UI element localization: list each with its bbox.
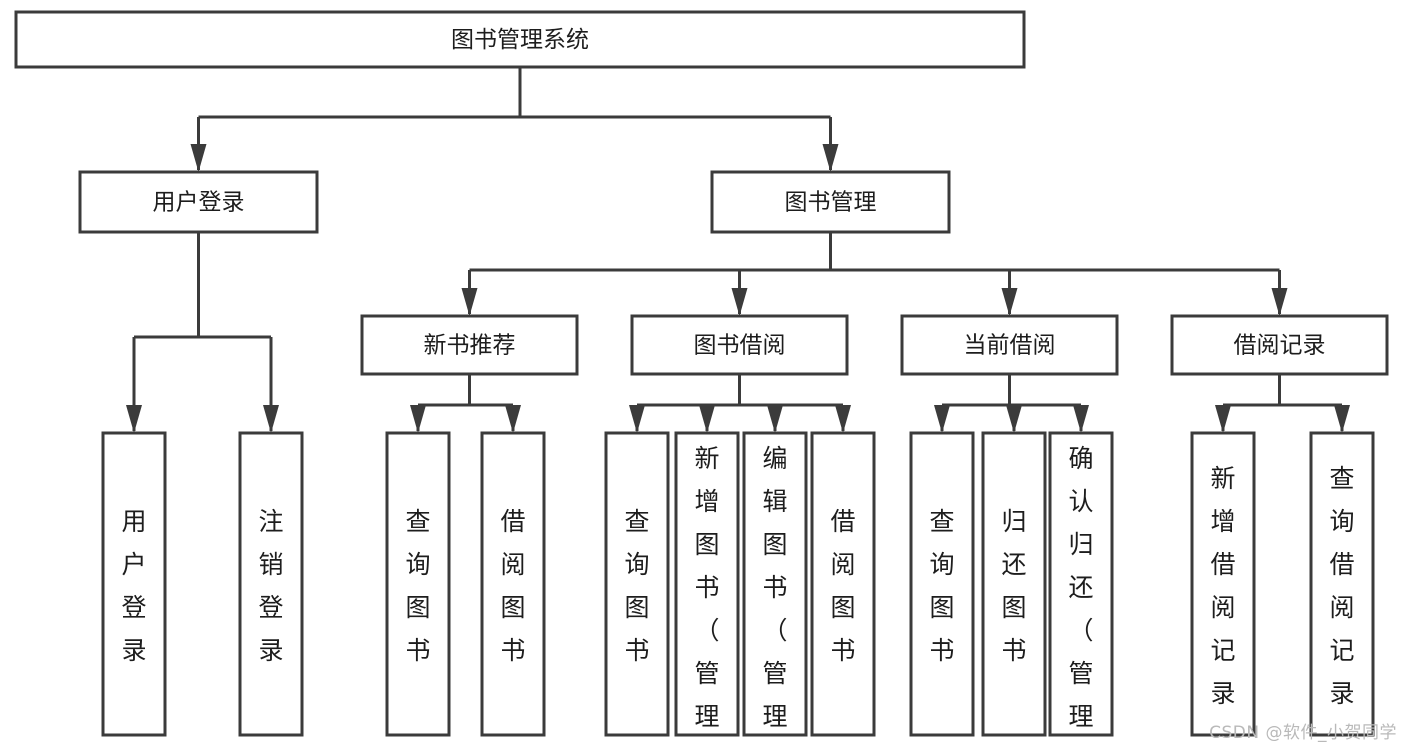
node-leaf-confirm-return[interactable]: 确认归还（管理员）: [1048, 431, 1114, 747]
arrow-to-leaf-query-book-3: [934, 405, 950, 433]
arrow-to-leaf-add-record: [1215, 405, 1231, 433]
node-label-leaf-query-book-2: 查询图书: [624, 507, 649, 665]
node-label-leaf-add-record: 新增借阅记录: [1210, 464, 1235, 708]
node-leaf-add-book[interactable]: 新增图书（管理员）: [674, 431, 740, 747]
node-label-root: 图书管理系统: [451, 27, 589, 53]
node-box-leaf-return-book: [981, 431, 1047, 737]
arrow-to-leaf-return-book: [1006, 405, 1022, 433]
node-box-leaf-logout: [238, 431, 304, 737]
node-label-leaf-edit-book: 编辑图书（管理员）: [762, 444, 787, 747]
node-label-leaf-user-login: 用户登录: [121, 507, 146, 665]
node-user-login[interactable]: 用户登录: [78, 170, 319, 234]
node-label-leaf-borrow-book-1: 借阅图书: [500, 507, 525, 665]
arrow-to-leaf-edit-book: [767, 405, 783, 433]
node-box-book-manage: [710, 170, 951, 234]
node-book-borrow[interactable]: 图书借阅: [630, 314, 849, 376]
node-label-leaf-confirm-return: 确认归还（管理员）: [1068, 444, 1093, 747]
csdn-watermark: CSDN @软件_小贺同学: [1209, 723, 1397, 743]
node-label-leaf-logout: 注销登录: [258, 507, 283, 665]
node-label-book-manage: 图书管理: [785, 190, 877, 216]
node-box-leaf-borrow-book-2: [810, 431, 876, 737]
arrow-to-book-manage: [822, 144, 839, 172]
node-label-current-borrow: 当前借阅: [964, 333, 1056, 359]
node-leaf-add-record[interactable]: 新增借阅记录: [1190, 431, 1256, 737]
node-leaf-query-book-1[interactable]: 查询图书: [385, 431, 451, 737]
node-leaf-borrow-book-2[interactable]: 借阅图书: [810, 431, 876, 737]
node-leaf-edit-book[interactable]: 编辑图书（管理员）: [742, 431, 808, 747]
arrow-to-leaf-add-book: [699, 405, 715, 433]
node-leaf-borrow-book-1[interactable]: 借阅图书: [480, 431, 546, 737]
node-label-leaf-return-book: 归还图书: [1001, 507, 1026, 665]
node-box-root: [14, 10, 1026, 69]
node-label-leaf-add-book: 新增图书（管理员）: [694, 444, 719, 747]
node-label-leaf-query-record: 查询借阅记录: [1329, 464, 1354, 708]
node-box-user-login: [78, 170, 319, 234]
node-leaf-user-login[interactable]: 用户登录: [101, 431, 167, 737]
arrow-to-leaf-query-record: [1334, 405, 1350, 433]
arrow-to-leaf-borrow-book-1: [505, 405, 521, 433]
arrow-to-new-book-recommend: [461, 288, 478, 316]
arrow-to-user-login: [190, 144, 207, 172]
node-label-leaf-query-book-1: 查询图书: [405, 507, 430, 665]
arrow-to-leaf-logout: [263, 405, 279, 433]
node-root[interactable]: 图书管理系统: [14, 10, 1026, 69]
node-leaf-query-book-2[interactable]: 查询图书: [604, 431, 670, 737]
node-box-leaf-query-book-3: [909, 431, 975, 737]
arrow-to-leaf-query-book-1: [410, 405, 426, 433]
node-label-leaf-query-book-3: 查询图书: [929, 507, 954, 665]
arrow-to-borrow-record: [1271, 288, 1288, 316]
node-box-leaf-query-book-1: [385, 431, 451, 737]
arrow-to-current-borrow: [1001, 288, 1018, 316]
node-box-leaf-add-record: [1190, 431, 1256, 737]
arrow-to-leaf-query-book-2: [629, 405, 645, 433]
node-label-leaf-borrow-book-2: 借阅图书: [830, 507, 855, 665]
arrow-to-leaf-borrow-book-2: [835, 405, 851, 433]
node-book-manage[interactable]: 图书管理: [710, 170, 951, 234]
node-box-book-borrow: [630, 314, 849, 376]
node-current-borrow[interactable]: 当前借阅: [900, 314, 1119, 376]
node-leaf-query-book-3[interactable]: 查询图书: [909, 431, 975, 737]
arrow-to-leaf-user-login: [126, 405, 142, 433]
node-label-book-borrow: 图书借阅: [694, 333, 786, 359]
arrow-to-book-borrow: [731, 288, 748, 316]
node-label-borrow-record: 借阅记录: [1234, 333, 1326, 359]
node-leaf-return-book[interactable]: 归还图书: [981, 431, 1047, 737]
node-box-leaf-confirm-return: [1048, 431, 1114, 737]
node-box-leaf-query-book-2: [604, 431, 670, 737]
node-box-leaf-query-record: [1309, 431, 1375, 737]
node-leaf-query-record[interactable]: 查询借阅记录: [1309, 431, 1375, 737]
node-leaf-logout[interactable]: 注销登录: [238, 431, 304, 737]
node-box-leaf-add-book: [674, 431, 740, 737]
node-label-new-book-recommend: 新书推荐: [424, 333, 516, 359]
node-label-user-login: 用户登录: [153, 190, 245, 216]
node-box-leaf-borrow-book-1: [480, 431, 546, 737]
node-box-leaf-edit-book: [742, 431, 808, 737]
node-borrow-record[interactable]: 借阅记录: [1170, 314, 1389, 376]
node-new-book-recommend[interactable]: 新书推荐: [360, 314, 579, 376]
arrow-to-leaf-confirm-return: [1073, 405, 1089, 433]
node-box-leaf-user-login: [101, 431, 167, 737]
